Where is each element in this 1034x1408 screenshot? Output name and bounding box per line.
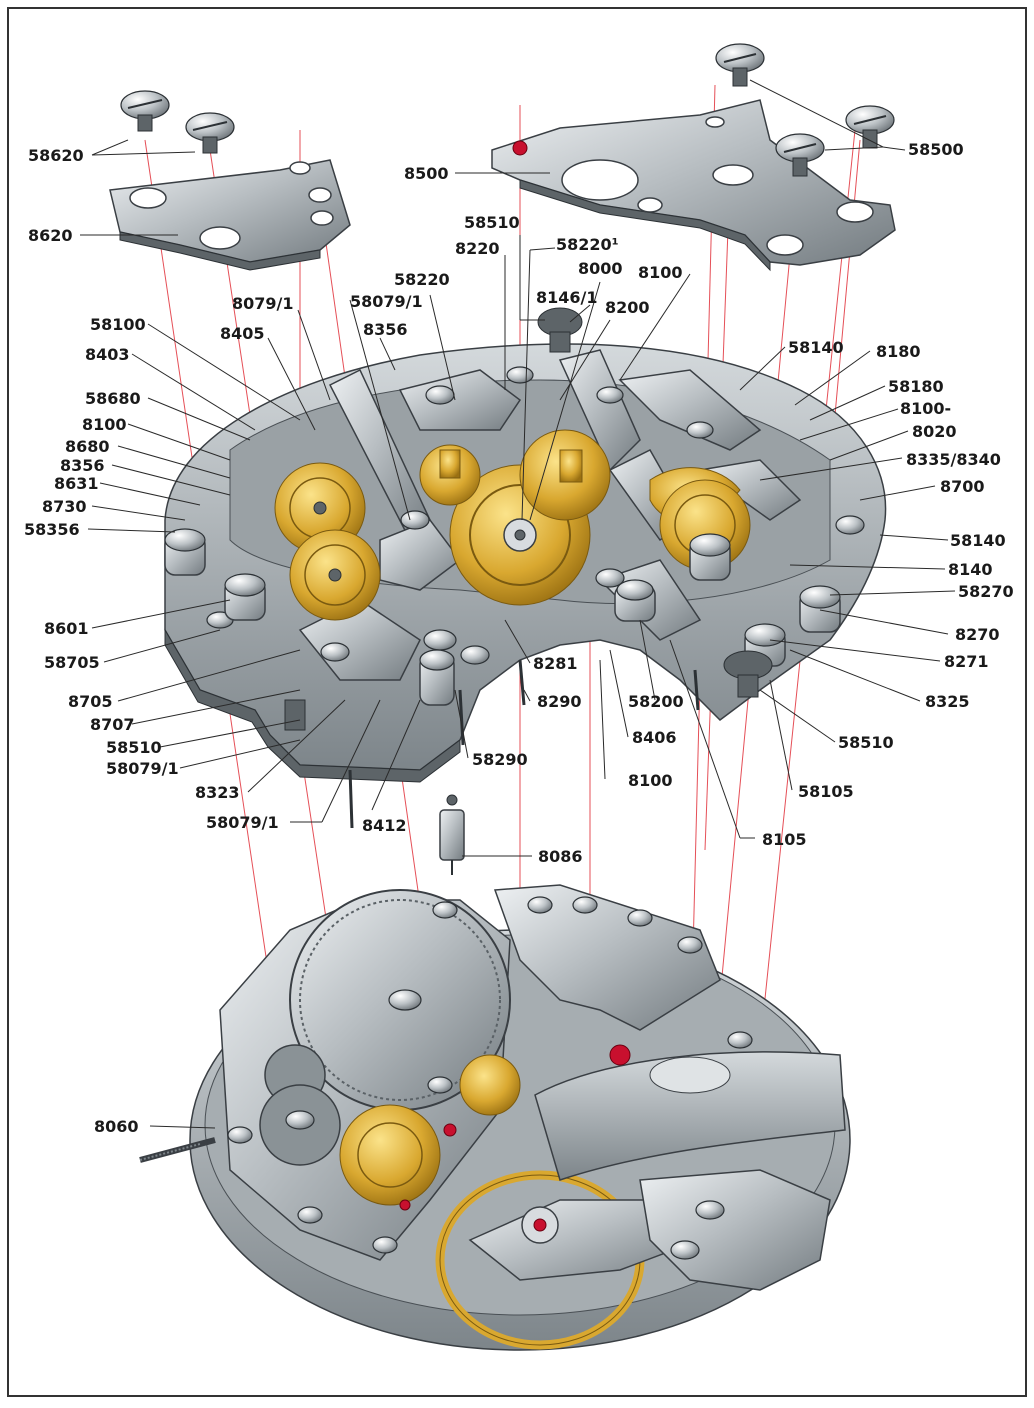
bridge-8620 (109, 159, 351, 271)
label-8680: 8680 (65, 437, 110, 456)
screws-58500 (715, 43, 895, 177)
label-8405: 8405 (220, 324, 265, 343)
screws-58620 (120, 90, 235, 154)
label-58140-top: 58140 (788, 338, 844, 357)
label-58705: 58705 (44, 653, 100, 672)
label-8707: 8707 (90, 715, 135, 734)
label-58079-1-left: 58079/1 (106, 759, 179, 778)
label-58356: 58356 (24, 520, 80, 539)
label-8220: 8220 (455, 239, 500, 258)
label-8620: 8620 (28, 226, 73, 245)
leader-lines (80, 79, 956, 1129)
label-8271: 8271 (944, 652, 989, 671)
label-58500: 58500 (908, 140, 964, 159)
label-58220: 58220 (394, 270, 450, 289)
label-8500: 8500 (404, 164, 449, 183)
label-8601: 8601 (44, 619, 89, 638)
label-8700: 8700 (940, 477, 985, 496)
label-8100-top: 8100 (638, 263, 683, 282)
base-movement (189, 884, 851, 1351)
label-58079-1-top: 58079/1 (350, 292, 423, 311)
label-8335-8340: 8335/8340 (906, 450, 1001, 469)
bridge-8500 (491, 99, 896, 272)
label-8146-1: 8146/1 (536, 288, 598, 307)
label-8079-1: 8079/1 (232, 294, 294, 313)
label-8403: 8403 (85, 345, 130, 364)
label-58620: 58620 (28, 146, 84, 165)
label-58200: 58200 (628, 692, 684, 711)
label-8105: 8105 (762, 830, 807, 849)
stem-8060 (139, 1137, 216, 1163)
part-labels: 58620 8620 8500 58500 58510 8220 58220¹ … (24, 140, 1014, 1136)
label-8412: 8412 (362, 816, 407, 835)
border (7, 7, 1027, 1397)
label-8270: 8270 (955, 625, 1000, 644)
label-8356-left: 8356 (60, 456, 105, 475)
plate-screws (164, 307, 865, 829)
label-8180: 8180 (876, 342, 921, 361)
gold-wheels (274, 429, 751, 621)
label-8086: 8086 (538, 847, 583, 866)
label-8705: 8705 (68, 692, 113, 711)
label-8406: 8406 (632, 728, 677, 747)
label-58079-1-bottom: 58079/1 (206, 813, 279, 832)
label-8200: 8200 (605, 298, 650, 317)
label-8325: 8325 (925, 692, 970, 711)
label-8281: 8281 (533, 654, 578, 673)
label-8060: 8060 (94, 1117, 139, 1136)
label-58100: 58100 (90, 315, 146, 334)
label-58105: 58105 (798, 782, 854, 801)
label-8020: 8020 (912, 422, 957, 441)
label-8140: 8140 (948, 560, 993, 579)
label-58270: 58270 (958, 582, 1014, 601)
label-8730: 8730 (42, 497, 87, 516)
label-58140-right: 58140 (950, 531, 1006, 550)
label-8100-left: 8100 (82, 415, 127, 434)
label-58680: 58680 (85, 389, 141, 408)
label-8631: 8631 (54, 474, 99, 493)
label-58510-left: 58510 (106, 738, 162, 757)
label-58510-top: 58510 (464, 213, 520, 232)
label-8356-top: 8356 (363, 320, 408, 339)
label-8290: 8290 (537, 692, 582, 711)
label-8100-bottom: 8100 (628, 771, 673, 790)
label-58220-superscript: 58220¹ (556, 235, 619, 254)
label-8000: 8000 (578, 259, 623, 278)
label-58510-right: 58510 (838, 733, 894, 752)
part-8086 (439, 794, 465, 875)
label-8100-right: 8100- (900, 399, 951, 418)
label-58180: 58180 (888, 377, 944, 396)
label-58290: 58290 (472, 750, 528, 769)
label-8323: 8323 (195, 783, 240, 802)
